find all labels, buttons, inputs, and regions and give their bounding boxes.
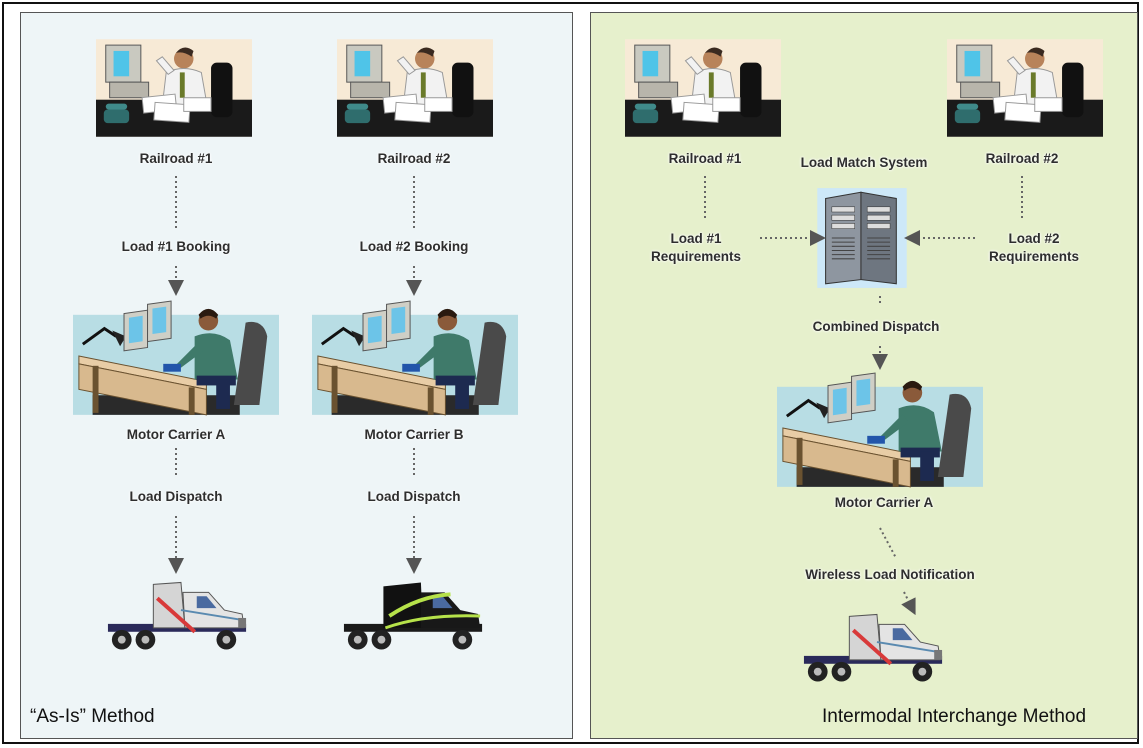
truck-icon: [104, 574, 252, 658]
intermodal-interchange-method-title: Intermodal Interchange Method: [822, 706, 1087, 727]
load-dispatch-b-label: Load Dispatch: [367, 489, 461, 504]
as-is-method-title: “As-Is” Method: [30, 706, 155, 727]
wireless-load-notification-label: Wireless Load Notification: [805, 567, 975, 582]
railroad-clerk-icon: [96, 36, 252, 140]
right-railroad-2-label: Railroad #2: [985, 151, 1059, 166]
combined-dispatch-label: Combined Dispatch: [812, 319, 940, 334]
load-dispatch-a-label: Load Dispatch: [129, 489, 223, 504]
left-railroad-1-label: Railroad #1: [139, 151, 213, 166]
load-2-requirements-label: Load #2 Requirements: [989, 230, 1079, 266]
right-motor-carrier-a-label: Motor Carrier A: [834, 495, 934, 510]
load-1-booking-label: Load #1 Booking: [121, 239, 231, 254]
load-2-requirements-line2: Requirements: [988, 249, 1080, 264]
dispatcher-icon: [777, 368, 983, 488]
dispatcher-icon: [73, 296, 279, 416]
load-2-requirements-line1: Load #2: [1008, 231, 1060, 246]
server-icon: [812, 186, 912, 290]
motor-carrier-a-label: Motor Carrier A: [126, 427, 226, 442]
truck-icon: [340, 574, 488, 658]
left-railroad-2-label: Railroad #2: [377, 151, 451, 166]
truck-icon: [800, 606, 948, 690]
railroad-clerk-icon: [625, 36, 781, 140]
dispatcher-icon: [312, 296, 518, 416]
right-railroad-1-label: Railroad #1: [668, 151, 742, 166]
load-1-requirements-line1: Load #1: [670, 231, 722, 246]
load-1-requirements-line2: Requirements: [650, 249, 742, 264]
railroad-clerk-icon: [947, 36, 1103, 140]
motor-carrier-b-label: Motor Carrier B: [364, 427, 464, 442]
load-1-requirements-label: Load #1 Requirements: [651, 230, 741, 266]
load-2-booking-label: Load #2 Booking: [359, 239, 469, 254]
railroad-clerk-icon: [337, 36, 493, 140]
load-match-system-label: Load Match System: [800, 155, 928, 170]
